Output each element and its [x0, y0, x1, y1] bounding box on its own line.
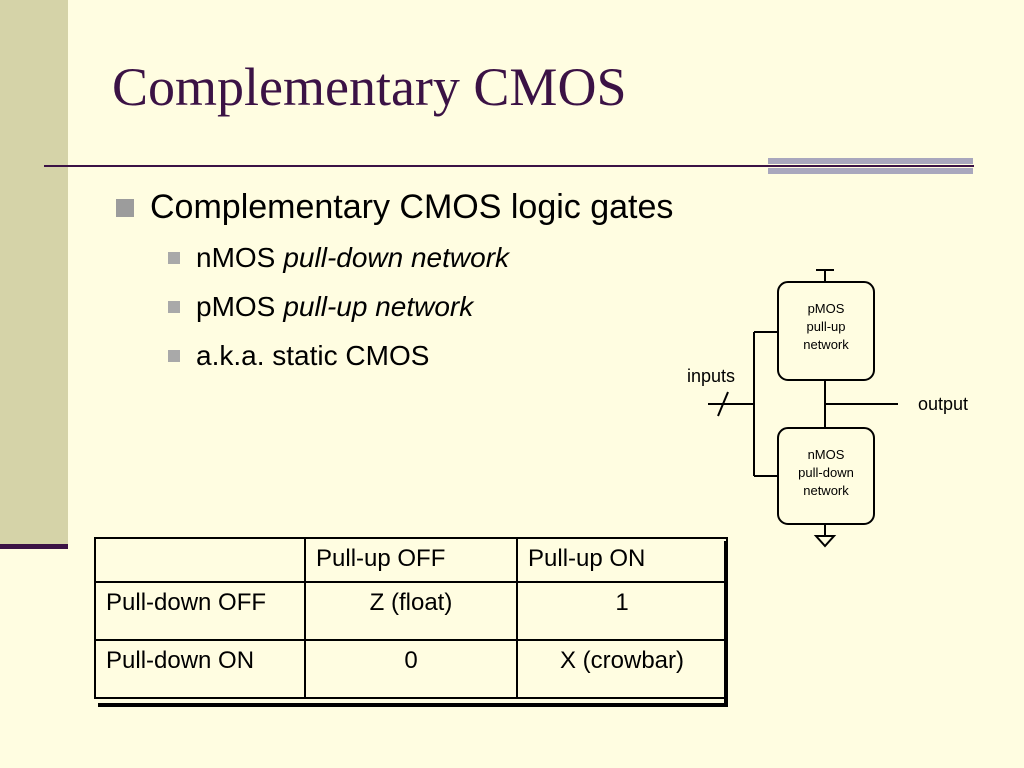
pmos-box-label: pMOS pull-up network	[803, 301, 849, 352]
table-header-row: Pull-up OFF Pull-up ON	[94, 537, 728, 583]
bullet-nmos: nMOS pull-down network	[168, 242, 509, 274]
bullet-static: a.k.a. static CMOS	[168, 340, 429, 372]
bullet-italic-text: pull-up network	[283, 291, 474, 322]
table-row: Pull-down OFF Z (float) 1	[94, 581, 728, 641]
circuit-wires	[708, 269, 898, 548]
square-bullet-icon	[168, 252, 180, 264]
table-header-cell: Pull-up OFF	[304, 537, 518, 583]
table-cell: Z (float)	[304, 581, 518, 641]
bullet-text: a.k.a. static CMOS	[196, 340, 430, 371]
left-decor-rule	[0, 544, 68, 549]
table-row-header: Pull-down OFF	[94, 581, 306, 641]
bus-slash-icon	[717, 391, 729, 417]
bullet-text: pMOS	[196, 291, 276, 322]
bullet-text: nMOS	[196, 242, 276, 273]
left-decor-band	[0, 0, 68, 548]
table-row-header: Pull-down ON	[94, 639, 306, 699]
output-label: output	[918, 394, 969, 414]
title-divider	[44, 165, 974, 167]
square-bullet-icon	[116, 198, 134, 217]
gnd-triangle-icon	[813, 535, 837, 548]
nmos-box-label: nMOS pull-down network	[798, 447, 854, 498]
inputs-label: inputs	[687, 366, 736, 386]
table-cell: X (crowbar)	[516, 639, 728, 699]
bullet-italic-text: pull-down network	[283, 242, 510, 273]
table-shadow	[98, 703, 728, 707]
square-bullet-icon	[168, 301, 180, 313]
table-row: Pull-down ON 0 X (crowbar)	[94, 639, 728, 699]
table-header-cell: Pull-up ON	[516, 537, 728, 583]
cmos-gate-diagram: pMOS pull-up network nMOS pull-down netw…	[680, 262, 1000, 554]
table-cell: 1	[516, 581, 728, 641]
table-corner-cell	[94, 537, 306, 583]
bullet-main: Complementary CMOS logic gates	[116, 188, 673, 227]
square-bullet-icon	[168, 350, 180, 362]
bullet-pmos: pMOS pull-up network	[168, 291, 473, 323]
title-divider-accent	[768, 158, 973, 178]
bullet-text: Complementary CMOS logic gates	[150, 188, 674, 226]
output-state-table: Pull-up OFF Pull-up ON Pull-down OFF Z (…	[94, 537, 728, 699]
slide-title: Complementary CMOS	[112, 57, 627, 117]
table-cell: 0	[304, 639, 518, 699]
